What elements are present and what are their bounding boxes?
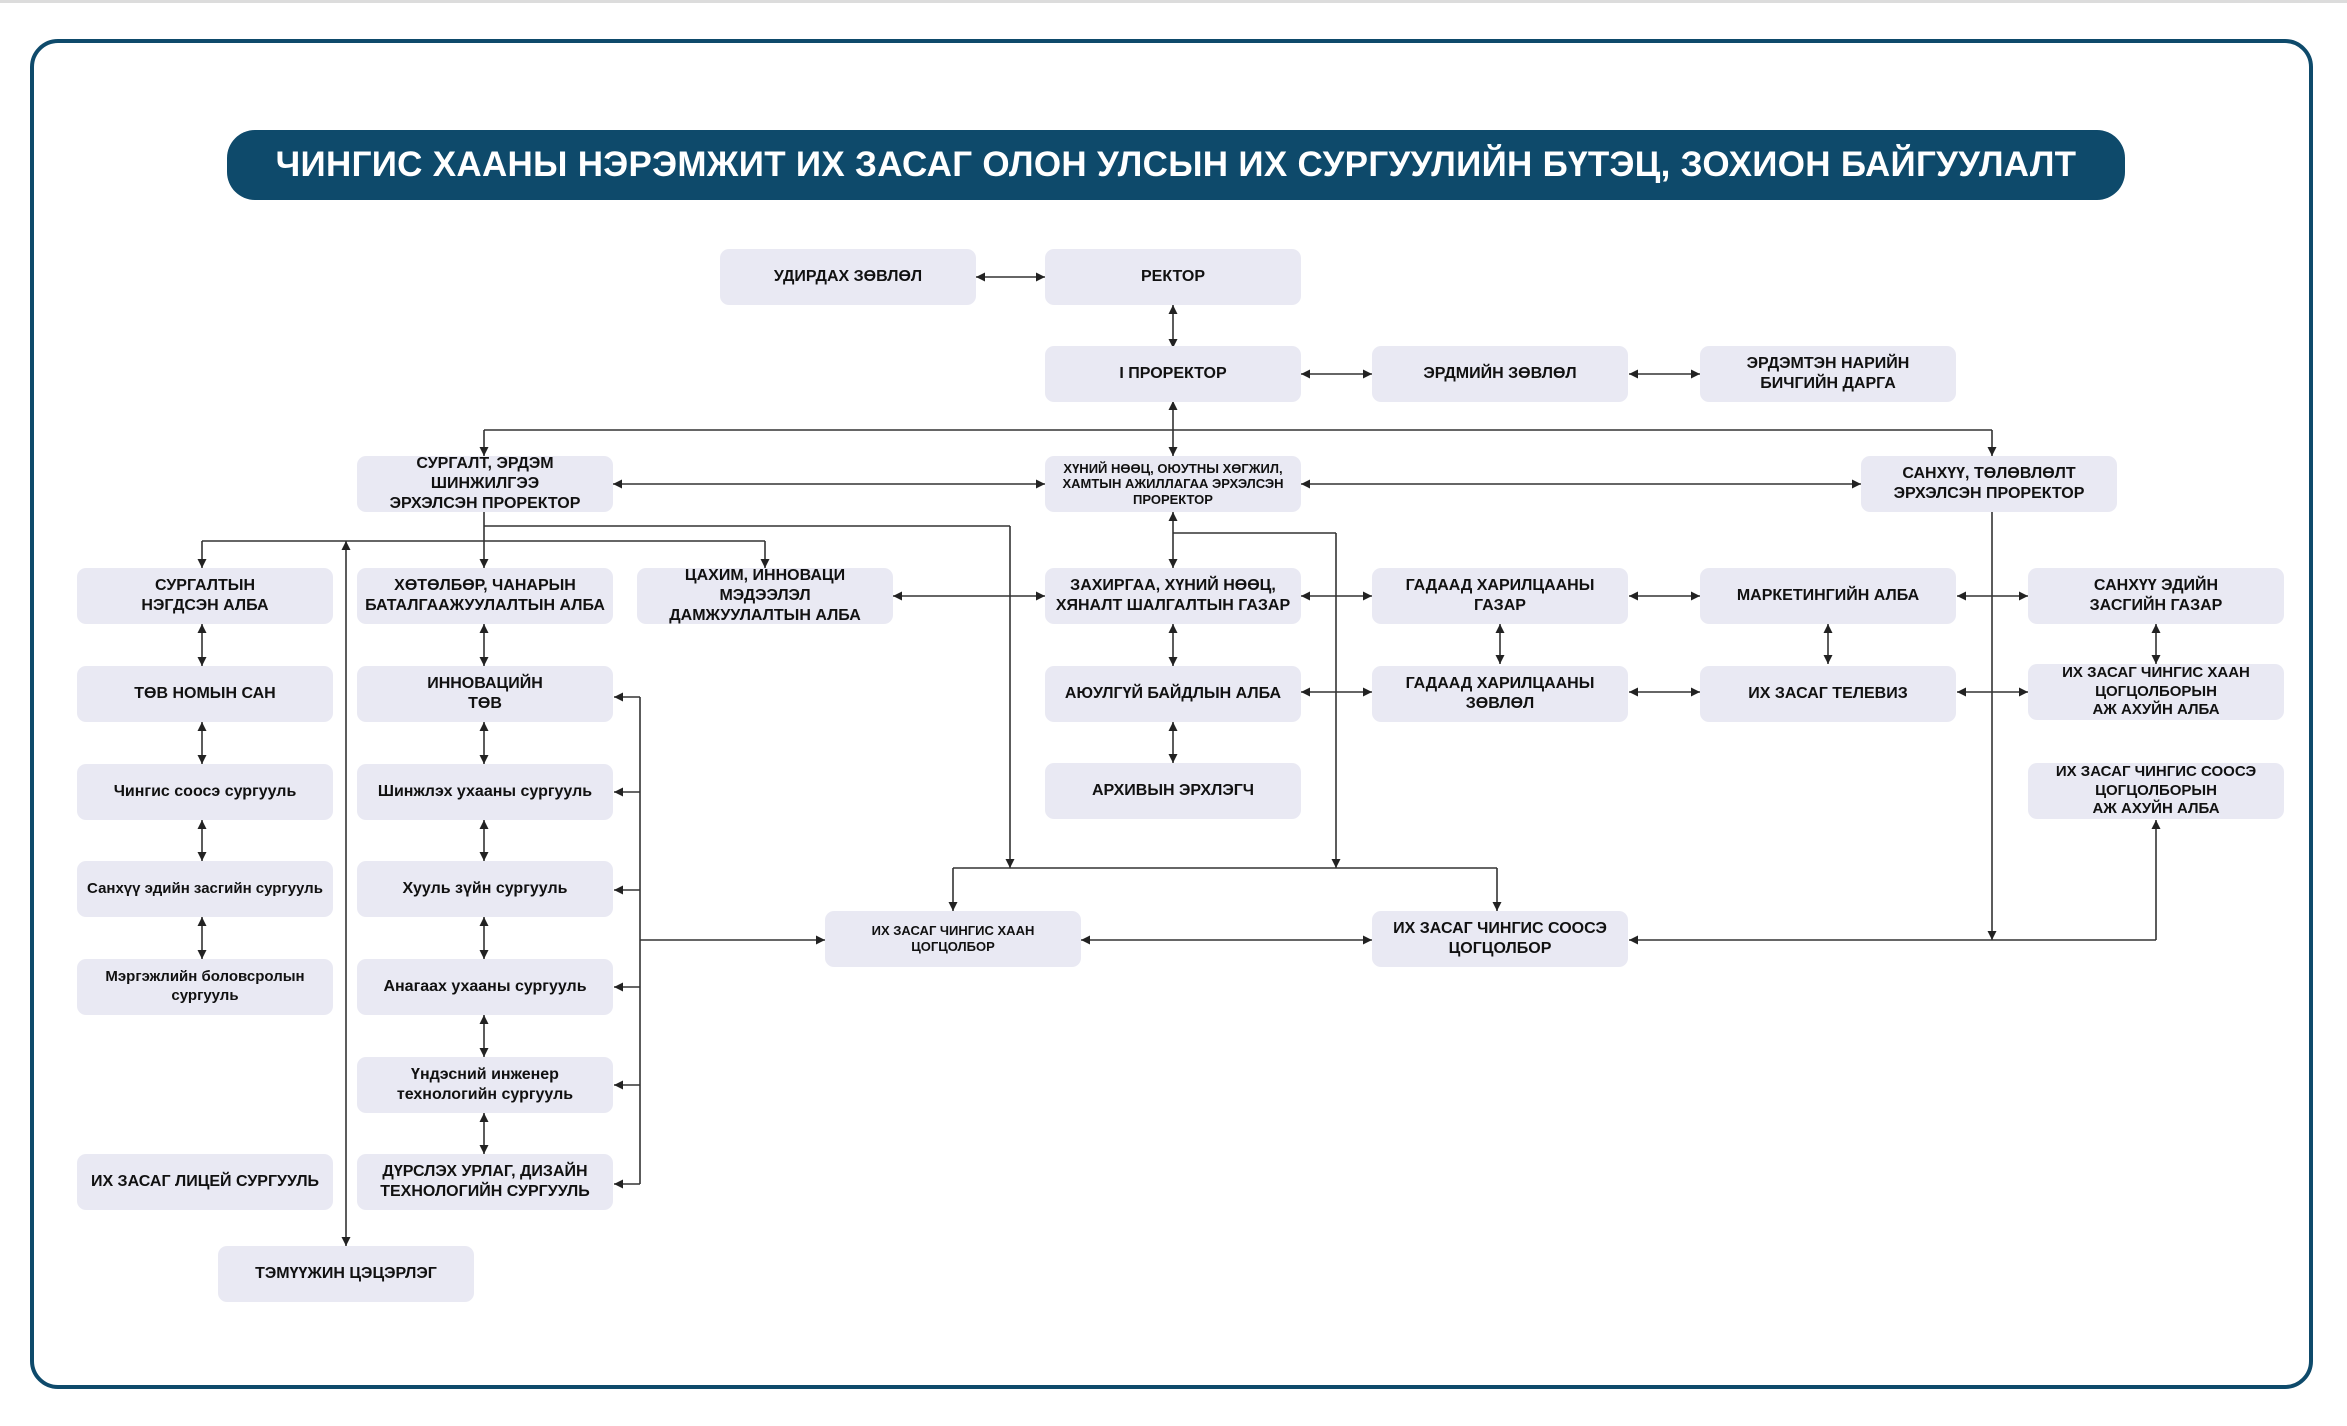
node-lyceum-school: ИХ ЗАСАГ ЛИЦЕЙ СУРГУУЛЬ [77, 1154, 333, 1210]
node-finance-vice-rector: САНХҮҮ, ТӨЛӨВЛӨЛТ ЭРХЭЛСЭН ПРОРЕКТОР [1861, 456, 2117, 512]
node-governing-council: УДИРДАХ ЗӨВЛӨЛ [720, 249, 976, 305]
node-engineering-school: Үндэсний инженер технологийн сургууль [357, 1057, 613, 1113]
node-academic-council: ЭРДМИЙН ЗӨВЛӨЛ [1372, 346, 1628, 402]
node-ikh-zasag-tv: ИХ ЗАСАГ ТЕЛЕВИЗ [1700, 666, 1956, 722]
top-border-line [0, 0, 2347, 3]
node-fine-arts-design-school: ДҮРСЛЭХ УРЛАГ, ДИЗАЙН ТЕХНОЛОГИЙН СУРГУУ… [357, 1154, 613, 1210]
node-marketing-office: МАРКЕТИНГИЙН АЛБА [1700, 568, 1956, 624]
node-vocational-school: Мэргэжлийн боловсролын сургууль [77, 959, 333, 1015]
node-central-library: ТӨВ НОМЫН САН [77, 666, 333, 722]
node-scientific-secretary: ЭРДЭМТЭН НАРИЙН БИЧГИЙН ДАРГА [1700, 346, 1956, 402]
node-law-school: Хууль зүйн сургууль [357, 861, 613, 917]
node-temuujin-kindergarten: ТЭМҮҮЖИН ЦЭЦЭРЛЭГ [218, 1246, 474, 1302]
diagram-frame [30, 39, 2313, 1389]
node-chinggis-soose-complex: ИХ ЗАСАГ ЧИНГИС СООСЭ ЦОГЦОЛБОР [1372, 911, 1628, 967]
node-rector: РЕКТОР [1045, 249, 1301, 305]
node-science-school: Шинжлэх ухааны сургууль [357, 764, 613, 820]
diagram-title: ЧИНГИС ХААНЫ НЭРЭМЖИТ ИХ ЗАСАГ ОЛОН УЛСЫ… [227, 130, 2125, 200]
node-archive-head: АРХИВЫН ЭРХЛЭГЧ [1045, 763, 1301, 819]
node-chinggis-soose-complex-services: ИХ ЗАСАГ ЧИНГИС СООСЭ ЦОГЦОЛБОРЫН АЖ АХУ… [2028, 763, 2284, 819]
node-admin-hr-department: ЗАХИРГАА, ХҮНИЙ НӨӨЦ, ХЯНАЛТ ШАЛГАЛТЫН Г… [1045, 568, 1301, 624]
node-finance-economics-school: Санхүү эдийн засгийн сургууль [77, 861, 333, 917]
node-digital-innovation-office: ЦАХИМ, ИННОВАЦИ МЭДЭЭЛЭЛ ДАМЖУУЛАЛТЫН АЛ… [637, 567, 893, 624]
node-medical-school: Анагаах ухааны сургууль [357, 959, 613, 1015]
node-chinggis-khaan-complex-services: ИХ ЗАСАГ ЧИНГИС ХААН ЦОГЦОЛБОРЫН АЖ АХУЙ… [2028, 664, 2284, 720]
node-finance-economics-department: САНХҮҮ ЭДИЙН ЗАСГИЙН ГАЗАР [2028, 568, 2284, 624]
node-foreign-relations-council: ГАДААД ХАРИЛЦААНЫ ЗӨВЛӨЛ [1372, 666, 1628, 722]
node-security-office: АЮУЛГҮЙ БАЙДЛЫН АЛБА [1045, 666, 1301, 722]
node-hr-vice-rector: ХҮНИЙ НӨӨЦ, ОЮУТНЫ ХӨГЖИЛ, ХАМТЫН АЖИЛЛА… [1045, 456, 1301, 512]
node-academic-affairs-office: СУРГАЛТЫН НЭГДСЭН АЛБА [77, 568, 333, 624]
node-innovation-center: ИННОВАЦИЙН ТӨВ [357, 666, 613, 722]
node-academic-vice-rector: СУРГАЛТ, ЭРДЭМ ШИНЖИЛГЭЭ ЭРХЭЛСЭН ПРОРЕК… [357, 455, 613, 512]
node-first-vice-rector: I ПРОРЕКТОР [1045, 346, 1301, 402]
node-chinggis-khaan-complex: ИХ ЗАСАГ ЧИНГИС ХААН ЦОГЦОЛБОР [825, 911, 1081, 967]
node-foreign-relations-department: ГАДААД ХАРИЛЦААНЫ ГАЗАР [1372, 568, 1628, 624]
node-program-quality-office: ХӨТӨЛБӨР, ЧАНАРЫН БАТАЛГААЖУУЛАЛТЫН АЛБА [357, 568, 613, 624]
node-chinggis-soose-school: Чингис соосэ сургууль [77, 764, 333, 820]
